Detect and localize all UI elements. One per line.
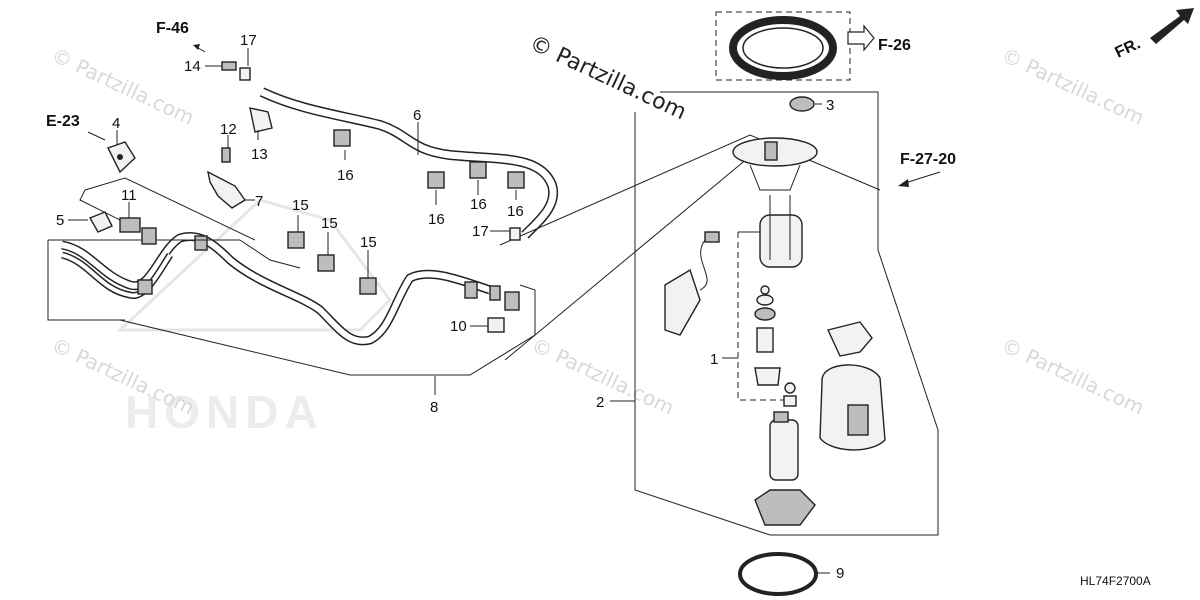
part-label: 4 xyxy=(112,115,120,132)
watermark-text: © Partzilla.com xyxy=(998,333,1148,420)
part-label: 16 xyxy=(428,211,445,228)
part-label: 15 xyxy=(292,197,309,214)
part-label: 2 xyxy=(596,394,604,411)
part-label: 7 xyxy=(255,193,263,210)
watermark-text: © Partzilla.com xyxy=(48,333,198,420)
front-label: FR. xyxy=(1113,35,1144,61)
pump-cup xyxy=(819,364,886,451)
pump-flange xyxy=(732,137,818,191)
part-label: 15 xyxy=(360,234,377,251)
ref-e23: E-23 xyxy=(46,113,80,130)
strainer-bracket xyxy=(827,321,873,357)
fuel-tube-assembly xyxy=(60,232,520,346)
part-label: 6 xyxy=(413,107,421,124)
clip-17-top xyxy=(239,67,251,81)
clip-17-bottom xyxy=(509,227,521,241)
tank-seal-ring-top xyxy=(715,11,851,81)
part-label: 1 xyxy=(710,351,718,368)
bracket-7 xyxy=(207,170,247,209)
part-label: 16 xyxy=(337,167,354,184)
part-label: 3 xyxy=(826,97,834,114)
part-label: 12 xyxy=(220,121,237,138)
section-arrows xyxy=(87,24,941,187)
part-label: 15 xyxy=(321,215,338,232)
part-label: 11 xyxy=(121,187,137,204)
o-rings xyxy=(754,285,797,407)
part-label: 16 xyxy=(470,196,487,213)
part-label: 10 xyxy=(450,318,467,335)
drawing-code: HL74F2700A xyxy=(1080,574,1151,588)
cap-3 xyxy=(789,96,815,112)
clamp-11 xyxy=(119,217,157,245)
fuel-feed-tube xyxy=(259,87,559,239)
seal-ring-9 xyxy=(738,552,818,596)
watermark-group: © Partzilla.com © Partzilla.com © Partzi… xyxy=(48,31,1148,420)
front-direction-arrow: FR. xyxy=(1113,8,1194,62)
ref-f46: F-46 xyxy=(156,20,189,37)
clip-5 xyxy=(88,211,113,233)
ref-f27-20: F-27-20 xyxy=(900,151,956,168)
part-label: 9 xyxy=(836,565,844,582)
leader-lines xyxy=(68,48,830,574)
clip-4 xyxy=(107,141,136,174)
bolt-12 xyxy=(221,147,231,163)
part-label: 13 xyxy=(251,146,268,163)
clamp-16-group xyxy=(333,129,525,189)
clip-13 xyxy=(249,107,273,133)
part-label: 17 xyxy=(240,32,257,49)
pump-motor xyxy=(769,411,799,481)
sender-unit xyxy=(664,231,720,336)
ref-f26: F-26 xyxy=(878,37,911,54)
part-label: 17 xyxy=(472,223,489,240)
honda-watermark-text: HONDA xyxy=(125,386,324,438)
part-label: 16 xyxy=(507,203,524,220)
part-label: 5 xyxy=(56,212,64,229)
part-label: 14 xyxy=(184,58,201,75)
part-label: 8 xyxy=(430,399,438,416)
pump-base xyxy=(754,489,816,526)
pump-body xyxy=(759,195,803,268)
clip-10 xyxy=(487,317,505,333)
honda-brand-watermark: HONDA xyxy=(116,198,392,438)
watermark-main: © Partzilla.com xyxy=(525,31,689,125)
assembly-outline-lines xyxy=(47,91,939,536)
